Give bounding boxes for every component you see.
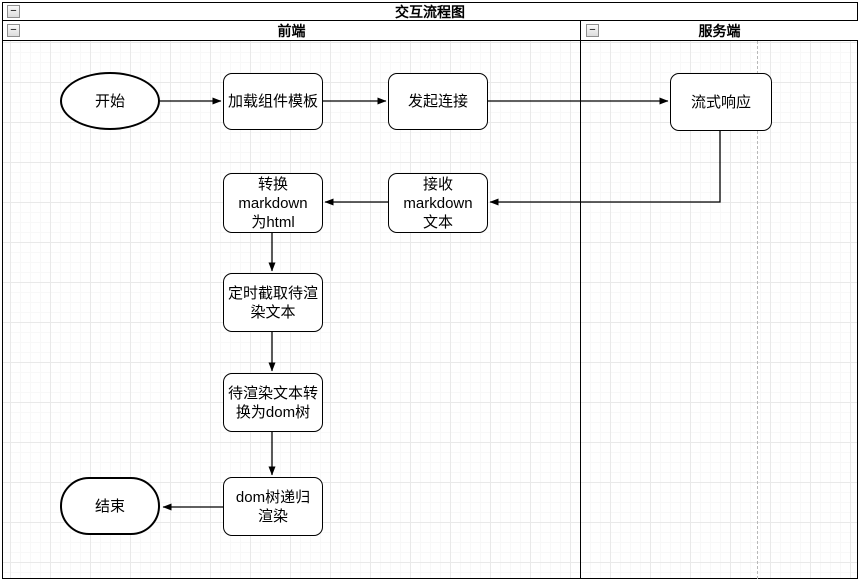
lane-divider [580,21,581,579]
node-convert-markdown[interactable]: 转换 markdown 为html [223,173,323,233]
edge-stream-response-to-receive-markdown[interactable] [489,131,721,206]
node-start-label: 开始 [94,92,125,110]
node-start[interactable]: 开始 [60,72,160,130]
collapse-lane-frontend-icon[interactable]: − [7,24,20,37]
node-dom-render-line1: dom树递归 [235,488,311,506]
node-intercept-text-line2: 染文本 [250,303,296,321]
node-convert-markdown-line2: markdown [238,194,308,212]
pool-title-bar[interactable]: 交互流程图 [2,2,858,21]
node-dom-render[interactable]: dom树递归 渲染 [223,477,323,536]
node-intercept-text-line1: 定时截取待渲 [227,284,318,302]
node-convert-markdown-line3: 为html [251,213,295,231]
node-end-label: 结束 [94,497,125,515]
node-dom-render-line2: 渲染 [257,507,288,525]
node-receive-markdown[interactable]: 接收 markdown 文本 [388,173,488,233]
node-stream-response-label: 流式响应 [690,93,751,111]
node-text-to-dom-line2: 换为dom树 [235,403,311,421]
node-convert-markdown-line1: 转换 [257,175,288,193]
lane-label-server: 服务端 [698,22,741,39]
node-end[interactable]: 结束 [60,477,160,535]
pool-title-label: 交互流程图 [395,3,465,20]
lane-header-server[interactable]: 服务端 [581,21,858,41]
node-text-to-dom[interactable]: 待渲染文本转 换为dom树 [223,373,323,432]
node-receive-markdown-line2: markdown [403,194,473,212]
collapse-pool-icon[interactable]: − [7,5,20,18]
page-break-line [757,41,758,579]
lane-header-frontend[interactable]: 前端 [3,21,580,41]
node-receive-markdown-line1: 接收 [422,175,453,193]
node-load-template[interactable]: 加载组件模板 [223,73,323,130]
node-init-connection-label: 发起连接 [407,93,468,110]
collapse-lane-server-icon[interactable]: − [586,24,599,37]
node-stream-response[interactable]: 流式响应 [670,73,772,131]
node-intercept-text[interactable]: 定时截取待渲 染文本 [223,273,323,332]
node-text-to-dom-line1: 待渲染文本转 [227,384,318,402]
node-load-template-label: 加载组件模板 [227,93,318,110]
lane-label-frontend: 前端 [277,22,306,39]
node-init-connection[interactable]: 发起连接 [388,73,488,130]
node-receive-markdown-line3: 文本 [422,213,453,231]
